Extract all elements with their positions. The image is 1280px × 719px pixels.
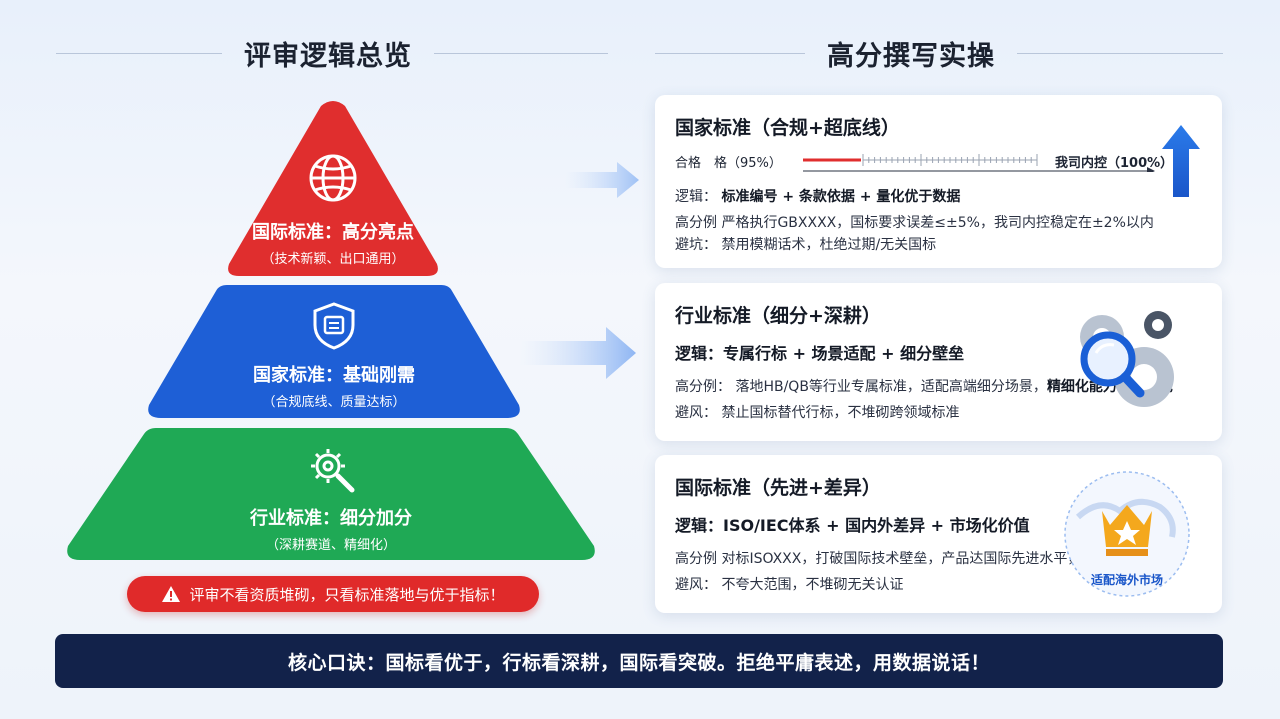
tier-main-text: 国际标准：高分亮点	[252, 222, 414, 243]
globe-icon	[309, 154, 357, 202]
avoid-row: 避风： 禁止国标替代行标，不堆砌跨领域标准	[675, 402, 1202, 422]
row-value: 落地HB/QB等行业专属标准，适配高端细分场景，	[735, 379, 1047, 395]
right-title-text: 高分撰写实操	[827, 41, 995, 72]
warning-banner: 评审不看资质堆砌，只看标准落地与优于指标！	[127, 576, 539, 612]
compliance-gauge: 合格 格（95%） 我司内控（100%）	[675, 150, 1202, 172]
gear-magnifier-icon	[1080, 311, 1174, 407]
card-title: 国家标准（合规+超底线）	[675, 117, 900, 139]
warning-icon	[162, 586, 181, 602]
right-section-title: 高分撰写实操	[655, 34, 1223, 73]
divider	[434, 53, 608, 54]
gauge-right-label: 我司内控（100%）	[1055, 156, 1174, 171]
row-value: 对标ISOXXX，打破国际技术壁垒，产品达国际先进水平，	[721, 551, 1082, 567]
tier-label: 行业标准：细分加分 （深耕赛道、精细化）	[64, 504, 598, 553]
crown-globe-icon	[1064, 471, 1190, 597]
gauge-scale	[803, 154, 1155, 172]
left-title-text: 评审逻辑总览	[244, 41, 412, 72]
card-title: 行业标准（细分+深耕）	[675, 305, 881, 327]
arrow-right-icon	[565, 162, 639, 198]
tier-label: 国际标准：高分亮点 （技术新颖、出口通用）	[225, 218, 441, 267]
row-label: 高分例	[675, 215, 717, 231]
divider	[56, 53, 222, 54]
row-value: 标准编号 + 条款依据 + 量化优于数据	[721, 189, 961, 205]
pyramid-tier-national: 国家标准：基础刚需 （合规底线、质量达标）	[145, 285, 523, 418]
card-international-standard: 国际标准（先进+差异） 逻辑：ISO/IEC体系 + 国内外差异 + 市场化价值…	[655, 455, 1222, 613]
overseas-market-badge: 适配海外市场	[1060, 467, 1194, 601]
arrow-right-icon	[520, 327, 636, 379]
avoid-row: 避坑： 禁用模糊话术，杜绝过期/无关国标	[675, 234, 1202, 254]
row-value: 严格执行GBXXXX，国标要求误差≤±5%，我司内控稳定在±2%以内	[721, 215, 1154, 231]
gauge-left-label: 合格 格（95%）	[675, 156, 782, 171]
pyramid-tier-shape	[148, 285, 520, 418]
divider	[655, 53, 805, 54]
logic-row: 逻辑： 标准编号 + 条款依据 + 量化优于数据	[675, 186, 1202, 206]
pyramid-tier-shape	[67, 428, 595, 560]
badge-text: 适配海外市场	[1090, 573, 1163, 587]
row-label: 避风：	[675, 405, 717, 421]
slogan-text: 核心口诀：国标看优于，行标看深耕，国际看突破。拒绝平庸表述，用数据说话！	[287, 651, 990, 674]
warning-text: 评审不看资质堆砌，只看标准落地与优于指标！	[189, 585, 505, 604]
pyramid-tier-international: 国际标准：高分亮点 （技术新颖、出口通用）	[225, 100, 441, 276]
tier-sub-text: （深耕赛道、精细化）	[265, 538, 396, 553]
tier-label: 国家标准：基础刚需 （合规底线、质量达标）	[145, 361, 523, 410]
pyramid-tier-industry: 行业标准：细分加分 （深耕赛道、精细化）	[64, 428, 598, 560]
arrow-up-icon	[1162, 125, 1200, 197]
example-row: 高分例 对标ISOXXX，打破国际技术壁垒，产品达国际先进水平，	[675, 548, 1202, 568]
row-label: 避坑：	[675, 237, 717, 253]
row-value: 不夸大范围，不堆砌无关认证	[721, 577, 904, 593]
tier-main-text: 行业标准：细分加分	[250, 508, 412, 529]
card-industry-standard: 行业标准（细分+深耕） 逻辑：专属行标 + 场景适配 + 细分壁垒 高分例： 落…	[655, 283, 1222, 441]
logic-row: 逻辑：专属行标 + 场景适配 + 细分壁垒	[675, 344, 965, 363]
divider	[1017, 53, 1223, 54]
example-row: 高分例 严格执行GBXXXX，国标要求误差≤±5%，我司内控稳定在±2%以内	[675, 212, 1202, 232]
shield-icon	[313, 302, 355, 350]
logic-row: 逻辑：ISO/IEC体系 + 国内外差异 + 市场化价值	[675, 516, 1030, 535]
left-section-title: 评审逻辑总览	[56, 34, 608, 73]
tier-sub-text: （技术新颖、出口通用）	[261, 252, 405, 267]
row-value: 禁用模糊话术，杜绝过期/无关国标	[721, 237, 937, 253]
gear-search-icon	[311, 449, 355, 493]
bottom-slogan-bar: 核心口诀：国标看优于，行标看深耕，国际看突破。拒绝平庸表述，用数据说话！	[55, 634, 1223, 688]
card-national-standard: 国家标准（合规+超底线） 合格 格（95%） 我司内控（100%） 逻辑： 标准…	[655, 95, 1222, 268]
row-label: 高分例	[675, 551, 717, 567]
avoid-row: 避风： 不夸大范围，不堆砌无关认证	[675, 574, 1202, 594]
tier-main-text: 国家标准：基础刚需	[253, 365, 415, 386]
tier-sub-text: （合规底线、质量达标）	[262, 395, 406, 410]
row-label: 避风：	[675, 577, 717, 593]
example-row: 高分例： 落地HB/QB等行业专属标准，适配高端细分场景，精细化能力行业领先	[675, 376, 1202, 396]
row-value: 禁止国标替代行标，不堆砌跨领域标准	[721, 405, 960, 421]
card-title: 国际标准（先进+差异）	[675, 477, 881, 499]
row-label: 高分例：	[675, 379, 731, 395]
row-label: 逻辑：	[675, 189, 717, 205]
